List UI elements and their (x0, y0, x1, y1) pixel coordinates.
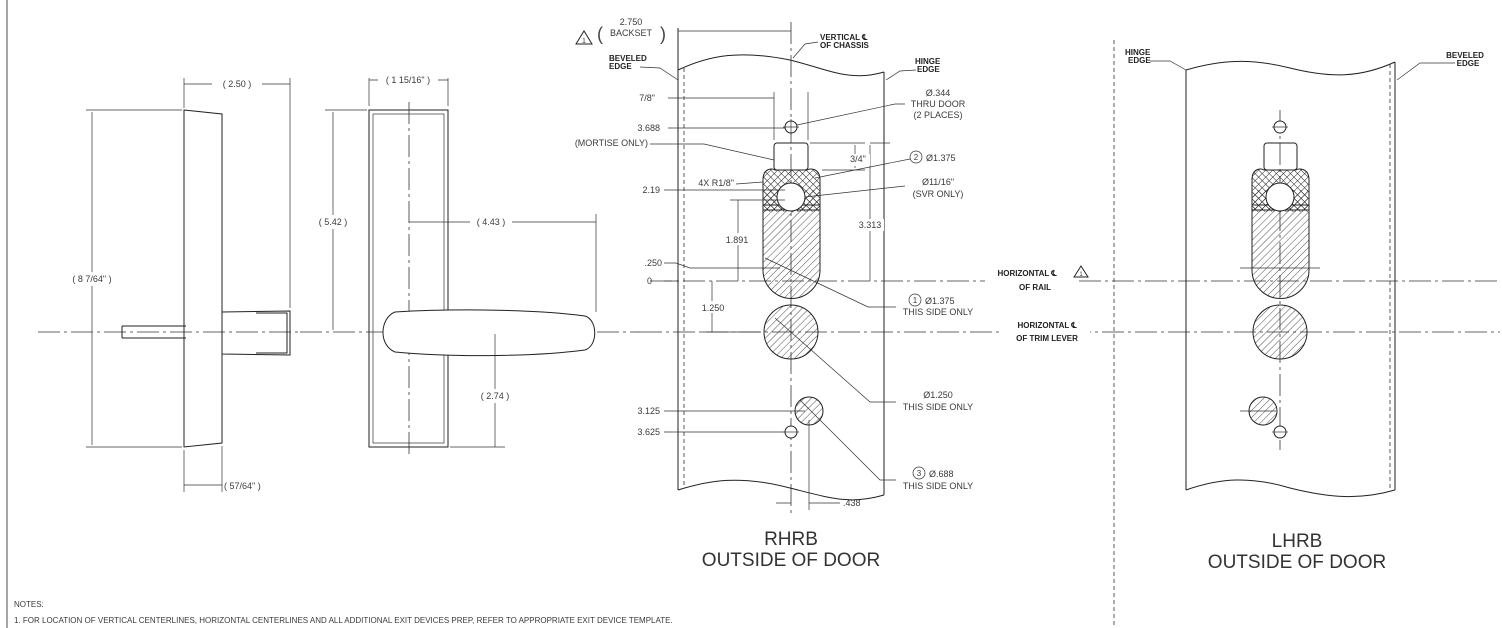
lhrb-rail-slot-hole (1251, 204, 1310, 299)
dim-lever-length: ( 4.43 ) (477, 217, 506, 227)
dim-2-19: 2.19 (642, 185, 660, 195)
rhrb-title: RHRB (764, 529, 818, 550)
lhrb-svr-hole (1265, 182, 1295, 212)
callout-hole-1-note: THIS SIDE ONLY (903, 307, 973, 317)
callout-lever-hole: Ø1.250 (923, 390, 953, 400)
callout-num-3: 3 (917, 469, 922, 478)
dim-plate-width: ( 1 15/16" ) (386, 75, 430, 85)
callout-svr: Ø11/16" (922, 177, 954, 187)
lhrb-lever-hole (1252, 304, 1308, 360)
beveled-edge-label: BEVELED (609, 54, 647, 63)
lhrb-beveled-edge-label-2: EDGE (1457, 59, 1480, 68)
hinge-edge-label-2: EDGE (917, 65, 940, 74)
lhrb-hinge-edge-label-2: EDGE (1128, 56, 1151, 65)
dim-3-625: 3.625 (637, 427, 660, 437)
horizontal-cl-rail-label: HORIZONTAL ℄ (997, 269, 1057, 278)
dim-3-313: 3.313 (859, 220, 882, 230)
callout-thru-door-3: (2 PLACES) (913, 110, 962, 120)
dim-plate-upper: ( 5.42 ) (319, 217, 348, 227)
lhrb-mortise-cutout (1263, 142, 1298, 171)
callout-lever-hole-note: THIS SIDE ONLY (903, 402, 973, 412)
dim-height: ( 8 7/64" ) (72, 274, 111, 284)
callout-svr-2: (SVR ONLY) (913, 189, 964, 199)
dim-zero: 0 (647, 276, 652, 286)
vertical-cl-label: VERTICAL ℄ (820, 33, 868, 42)
door-break-bottom (677, 479, 885, 501)
dim-1-250: 1.250 (702, 303, 725, 313)
revision-number: 1 (582, 38, 586, 45)
dim-width: ( 2.50 ) (223, 79, 252, 89)
radius-label: 4X R1/8" (698, 178, 734, 188)
dim-1-891: 1.891 (726, 235, 749, 245)
spindle (121, 325, 186, 339)
lever-hub (221, 310, 291, 356)
dim-base: ( 57/64" ) (224, 481, 261, 491)
svr-hole (776, 182, 806, 212)
callout-num-2: 2 (914, 153, 919, 162)
front-view: ( 1 15/16" ) ( 5.42 ) ( 4.43 ) ( 2.74 ) (300, 73, 640, 456)
dim-line-base (183, 446, 223, 492)
rail-slot-hole (762, 204, 821, 299)
callout-hole-3: Ø.688 (929, 469, 954, 479)
lhrb-title: LHRB (1272, 531, 1323, 552)
trim-body (183, 109, 223, 448)
backset-label: BACKSET (610, 28, 653, 38)
dim-3-125: 3.125 (637, 406, 660, 416)
dim-line-width (183, 78, 291, 308)
trim-lever (382, 309, 596, 357)
note-item: 1. FOR LOCATION OF VERTICAL CENTERLINES,… (14, 616, 673, 625)
svg-text:(: ( (597, 24, 603, 44)
callout-hole-1: Ø1.375 (925, 296, 955, 306)
dim-3-688: 3.688 (637, 123, 660, 133)
dim-0-438: .438 (843, 498, 861, 508)
hinge-edge-label: HINGE (915, 57, 941, 66)
mortise-cutout (773, 142, 809, 171)
callout-thru-door-2: THRU DOOR (911, 99, 966, 109)
lhrb-view: HINGE EDGE BEVELED EDGE LHRB OUTSIDE OF … (1125, 48, 1484, 573)
horizontal-cl-lever-label-2: OF TRIM LEVER (1016, 334, 1078, 343)
revision-number: 1 (1079, 272, 1083, 278)
rhrb-view: 1 ( ) 2.750 BACKSET VERTICAL ℄ OF CHASSI… (575, 17, 1500, 571)
svg-text:): ) (660, 24, 666, 44)
callout-thru-door: Ø.344 (926, 88, 951, 98)
callout-hole-2: Ø1.375 (926, 153, 956, 163)
lhrb-subtitle: OUTSIDE OF DOOR (1208, 552, 1386, 573)
revision-triangle-icon (575, 30, 593, 45)
dim-7-8: 7/8" (639, 93, 655, 103)
beveled-edge-label-2: EDGE (609, 62, 632, 71)
side-view: ( 2.50 ) ( 8 7/64" ) ( 57/64" ) (38, 76, 300, 492)
horizontal-cl-rail-label-2: OF RAIL (1019, 283, 1051, 292)
trim-plate (368, 109, 449, 448)
notes-heading: NOTES: (14, 600, 44, 609)
callout-hole-3-note: THIS SIDE ONLY (903, 481, 973, 491)
lhrb-beveled-edge-label: BEVELED (1446, 51, 1484, 60)
rhrb-subtitle: OUTSIDE OF DOOR (702, 550, 880, 571)
lhrb-small-hole (1248, 396, 1278, 426)
vertical-cl-label-2: OF CHASSIS (820, 41, 870, 50)
dim-3-4: 3/4" (850, 154, 866, 164)
backset-value: 2.750 (620, 17, 643, 27)
revision-triangle-icon (1073, 265, 1089, 278)
lhrb-hinge-edge-label: HINGE (1125, 48, 1151, 57)
dim-lower: ( 2.74 ) (481, 391, 510, 401)
door-break-top (677, 54, 885, 77)
mortise-only-label: (MORTISE ONLY) (575, 138, 648, 148)
dim-0-250: .250 (644, 258, 662, 268)
callout-num-1: 1 (913, 296, 918, 305)
horizontal-cl-lever-label: HORIZONTAL ℄ (1017, 321, 1077, 330)
